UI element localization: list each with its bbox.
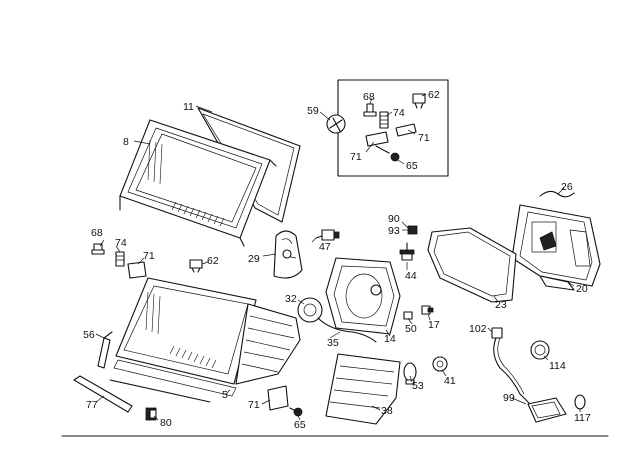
callout-29: 29 [248, 253, 260, 265]
callout-65-bottom: 65 [294, 419, 306, 431]
bulb-50 [403, 311, 413, 320]
callout-59: 59 [307, 105, 319, 117]
callout-20: 20 [576, 283, 588, 295]
callout-44: 44 [405, 270, 417, 282]
callout-38: 38 [381, 405, 393, 417]
callout-80: 80 [160, 417, 172, 429]
callout-26: 26 [561, 181, 573, 193]
headlamp-assembly-5 [109, 277, 301, 403]
callout-102: 102 [469, 323, 487, 335]
callout-71-left: 71 [143, 250, 155, 262]
callout-41: 41 [444, 375, 456, 387]
callout-56: 56 [83, 329, 95, 341]
callout-65-top: 65 [406, 160, 418, 172]
headlamp-lens-assembly [119, 107, 301, 247]
callout-50: 50 [405, 323, 417, 335]
callout-23: 23 [495, 299, 507, 311]
wiring-102 [491, 327, 531, 405]
callout-71-top-left: 71 [350, 151, 362, 163]
callout-47: 47 [319, 241, 331, 253]
cap-29 [273, 230, 303, 279]
callout-117: 117 [574, 412, 591, 424]
callout-93: 93 [388, 225, 400, 237]
bottom-hardware [267, 385, 303, 417]
leader-lines [95, 93, 581, 421]
grommet-114 [530, 340, 550, 360]
callout-68-top: 68 [363, 91, 375, 103]
callout-14: 14 [384, 333, 396, 345]
callout-5: 5 [222, 389, 228, 401]
callout-11: 11 [183, 101, 194, 113]
bulb-17 [421, 305, 434, 315]
side-marker-99 [527, 397, 567, 423]
callout-62-left: 62 [207, 255, 219, 267]
bulb-117 [574, 394, 586, 410]
gasket-23 [427, 227, 517, 303]
callout-77: 77 [86, 399, 98, 411]
headlamp-housing-20 [511, 204, 601, 291]
callout-17: 17 [428, 319, 440, 331]
side-lamp-38 [325, 353, 401, 425]
socket-41 [432, 356, 448, 372]
bulb-53 [403, 362, 417, 385]
callout-68-left: 68 [91, 227, 103, 239]
callout-90: 90 [388, 213, 400, 225]
callout-62-top: 62 [428, 89, 440, 101]
callout-32: 32 [285, 293, 297, 305]
strip-77 [73, 375, 133, 413]
callout-8: 8 [123, 136, 129, 148]
callout-labels: 8 11 59 68 62 74 71 71 65 26 90 93 47 29… [83, 89, 591, 431]
reflector-14 [325, 257, 401, 335]
inset-hardware [363, 93, 426, 162]
connector-90-93 [407, 225, 418, 235]
tool-59 [326, 114, 346, 134]
callout-71-bottom: 71 [248, 399, 260, 411]
bulb-47 [315, 229, 340, 241]
callout-35: 35 [327, 337, 339, 349]
callout-74-left: 74 [115, 237, 127, 249]
bulb-44 [399, 242, 415, 261]
callout-114: 114 [549, 360, 566, 372]
bracket-56 [97, 331, 113, 369]
callout-53: 53 [412, 380, 424, 392]
callout-74-top: 74 [393, 107, 405, 119]
callout-99: 99 [503, 392, 515, 404]
callout-71-top-right: 71 [418, 132, 430, 144]
clip-80 [145, 407, 157, 421]
left-hardware [91, 243, 203, 279]
